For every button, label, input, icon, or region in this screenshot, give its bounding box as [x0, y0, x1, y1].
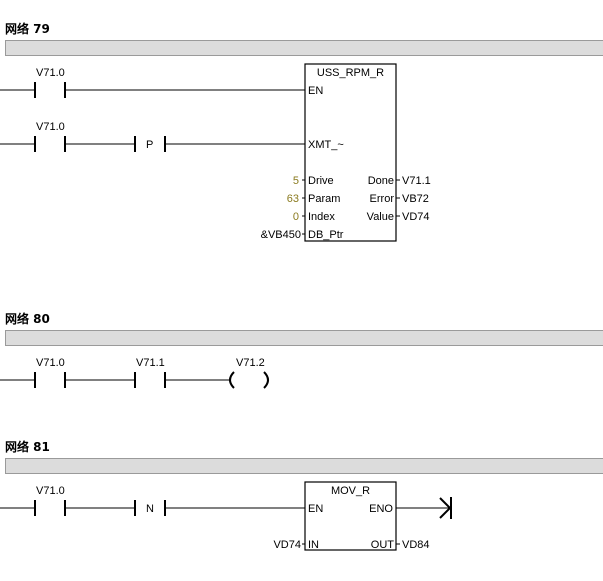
contact-address: V71.0 — [36, 121, 65, 133]
value-output[interactable]: VD74 — [402, 211, 430, 223]
done-value[interactable]: V71.1 — [402, 175, 431, 187]
out-value[interactable]: VD84 — [402, 539, 430, 551]
contact-address: V71.1 — [136, 357, 165, 369]
negative-edge-contact[interactable]: N — [134, 500, 166, 516]
pin-value: Value — [367, 211, 394, 223]
contact-no[interactable] — [34, 136, 66, 152]
contact-no[interactable] — [134, 372, 166, 388]
network-title[interactable]: 网络 79 — [5, 21, 50, 36]
pin-error: Error — [370, 193, 395, 205]
pin-done: Done — [368, 175, 394, 187]
network-80[interactable]: 网络 80 V71.0 V71.1 V71.2 — [0, 311, 603, 389]
uss-rpm-r-block[interactable]: USS_RPM_R EN XMT_~ 5 Drive 63 Param 0 In… — [261, 63, 431, 242]
pin-drive: Drive — [308, 175, 334, 187]
contact-no[interactable] — [34, 372, 66, 388]
contact-address: V71.0 — [36, 67, 65, 79]
db-ptr-value[interactable]: &VB450 — [261, 229, 301, 241]
pin-out: OUT — [371, 539, 395, 551]
pin-db-ptr: DB_Ptr — [308, 229, 344, 241]
in-value[interactable]: VD74 — [273, 539, 301, 551]
network-81[interactable]: 网络 81 V71.0 N MOV_R EN ENO VD74 IN OUT V… — [0, 439, 603, 551]
mov-r-block[interactable]: MOV_R EN ENO VD74 IN OUT VD84 — [273, 481, 430, 551]
pin-param: Param — [308, 193, 340, 205]
positive-edge-contact[interactable]: P — [134, 136, 166, 152]
rung-end-arrow-icon — [439, 497, 452, 519]
network-comment[interactable] — [5, 40, 603, 56]
block-name: USS_RPM_R — [317, 67, 384, 79]
network-title[interactable]: 网络 81 — [5, 439, 50, 454]
pin-index: Index — [308, 211, 335, 223]
pin-xmt: XMT_~ — [308, 139, 344, 151]
output-coil[interactable] — [229, 371, 269, 389]
param-value[interactable]: 63 — [287, 193, 299, 205]
network-79[interactable]: 网络 79 V71.0 V71.0 P USS_RPM_R EN XMT — [0, 21, 603, 242]
pin-eno: ENO — [369, 503, 393, 515]
coil-address: V71.2 — [236, 357, 265, 369]
network-comment[interactable] — [5, 458, 603, 474]
contact-address: V71.0 — [36, 485, 65, 497]
error-value[interactable]: VB72 — [402, 193, 429, 205]
contact-no[interactable] — [34, 82, 66, 98]
contact-no[interactable] — [34, 500, 66, 516]
network-title[interactable]: 网络 80 — [5, 311, 50, 326]
pin-in: IN — [308, 539, 319, 551]
block-name: MOV_R — [331, 485, 370, 497]
contact-address: V71.0 — [36, 357, 65, 369]
network-comment[interactable] — [5, 330, 603, 346]
pin-en: EN — [308, 85, 323, 97]
edge-label: P — [146, 139, 153, 151]
index-value[interactable]: 0 — [293, 211, 299, 223]
pin-en: EN — [308, 503, 323, 515]
drive-value[interactable]: 5 — [293, 175, 299, 187]
edge-label: N — [146, 503, 154, 515]
